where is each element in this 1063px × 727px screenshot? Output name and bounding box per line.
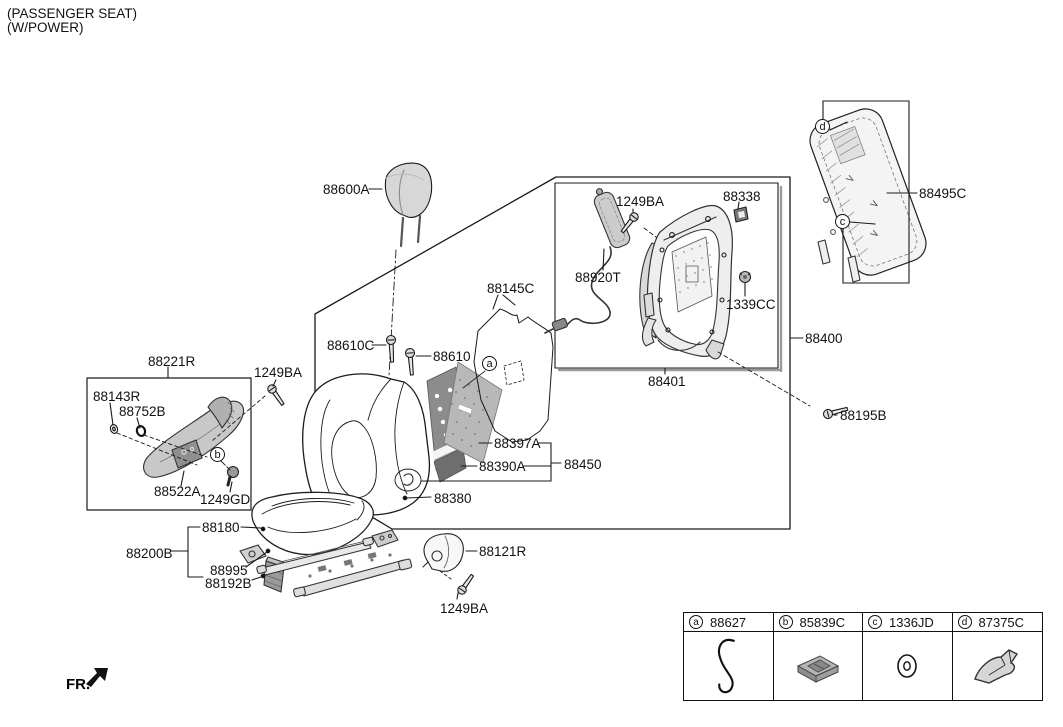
- page-title-line2: (W/POWER): [7, 20, 84, 35]
- bolt-88610c: [385, 334, 397, 363]
- part-label-88390a: 88390A: [479, 459, 526, 474]
- back-board-drawing: [809, 100, 927, 284]
- part-label-88450: 88450: [564, 457, 602, 472]
- part-label-88143r: 88143R: [93, 389, 141, 404]
- part-label-88495c: 88495C: [919, 186, 967, 201]
- recliner-cover-box: [86, 366, 266, 511]
- hook-icon: [718, 638, 736, 694]
- bolt-1249ba-frame: [620, 212, 639, 234]
- page-title-line1: (PASSENGER SEAT): [7, 6, 138, 21]
- callout-marker-a: a: [482, 356, 497, 371]
- legend-part-c: 1336JD: [889, 614, 934, 630]
- legend-letter-c: c: [868, 615, 882, 629]
- legend-part-a: 88627: [710, 614, 747, 630]
- shield-88121r-drawing: [422, 533, 478, 600]
- pad-assy-bracket: [420, 442, 562, 482]
- callout-marker-b: b: [210, 447, 225, 462]
- legend-header-d: d 87375C: [952, 613, 1042, 632]
- part-label-88121r: 88121R: [479, 544, 527, 559]
- part-label-88192b: 88192B: [205, 576, 252, 591]
- part-label-88397a: 88397A: [494, 436, 541, 451]
- clip-88338-drawing: [733, 201, 749, 223]
- part-label-88920t: 88920T: [575, 270, 621, 285]
- part-label-88752b: 88752B: [119, 404, 166, 419]
- part-label-88610: 88610: [433, 349, 471, 364]
- fastener-legend-table: a 88627 b 85839C c 1336JD d 87375C: [683, 612, 1043, 701]
- assembly-box-88400: [314, 176, 804, 530]
- callout-marker-c: c: [835, 214, 850, 229]
- part-label-88195b: 88195B: [840, 408, 887, 423]
- seat-cushion-drawing: [170, 491, 413, 598]
- legend-header-b: b 85839C: [773, 613, 863, 632]
- part-label-1249ba-shield: 1249BA: [440, 601, 489, 616]
- part-label-88600a: 88600A: [323, 182, 370, 197]
- fr-label: FR.: [66, 676, 91, 693]
- map-pocket-drawing: [473, 294, 554, 443]
- legend-header-c: c 1336JD: [863, 613, 953, 632]
- part-label-88380: 88380: [434, 491, 472, 506]
- seat-back-frame-drawing: [639, 204, 811, 407]
- bolt-88195b: [822, 406, 849, 420]
- legend-cell-d: [953, 632, 1043, 700]
- legend-part-b: 85839C: [799, 614, 846, 630]
- legend-cell-c: [863, 632, 953, 700]
- part-label-88338: 88338: [723, 189, 761, 204]
- part-label-88995: 88995: [210, 563, 248, 578]
- legend-letter-d: d: [957, 615, 972, 629]
- part-label-88145c: 88145C: [487, 281, 535, 296]
- legend-cell-a: [684, 632, 774, 700]
- airbag-module-drawing: [544, 188, 631, 334]
- callout-marker-d: d: [815, 119, 830, 134]
- legend-letter-a: a: [689, 615, 703, 629]
- heater-pad-drawing: [443, 361, 503, 464]
- bolt-88610: [404, 347, 416, 376]
- part-label-88401: 88401: [648, 374, 686, 389]
- bracket-icon: [974, 649, 1019, 684]
- legend-part-d: 87375C: [978, 614, 1025, 630]
- headrest-drawing: [368, 162, 433, 377]
- part-label-88400: 88400: [805, 331, 843, 346]
- grommet-icon: [897, 654, 918, 678]
- part-label-1339cc: 1339CC: [726, 297, 776, 312]
- clip-icon: [796, 655, 839, 683]
- part-label-88522a: 88522A: [154, 484, 201, 499]
- bolt-1249ba-shield: [457, 573, 475, 595]
- part-label-1249gd: 1249GD: [200, 492, 251, 507]
- part-label-88180: 88180: [202, 520, 240, 535]
- part-label-88221r: 88221R: [148, 354, 196, 369]
- fr-direction-arrow: [86, 668, 108, 687]
- legend-letter-b: b: [778, 615, 793, 629]
- part-label-88200b: 88200B: [126, 546, 173, 561]
- bolt-1249ba-side: [267, 384, 285, 406]
- legend-header-a: a 88627: [684, 613, 774, 632]
- part-label-1249ba-side: 1249BA: [254, 365, 303, 380]
- part-label-1249ba-frame: 1249BA: [616, 194, 665, 209]
- part-label-88610c: 88610C: [327, 338, 375, 353]
- legend-cell-b: [774, 632, 863, 700]
- nut-1339cc-drawing: [738, 270, 752, 297]
